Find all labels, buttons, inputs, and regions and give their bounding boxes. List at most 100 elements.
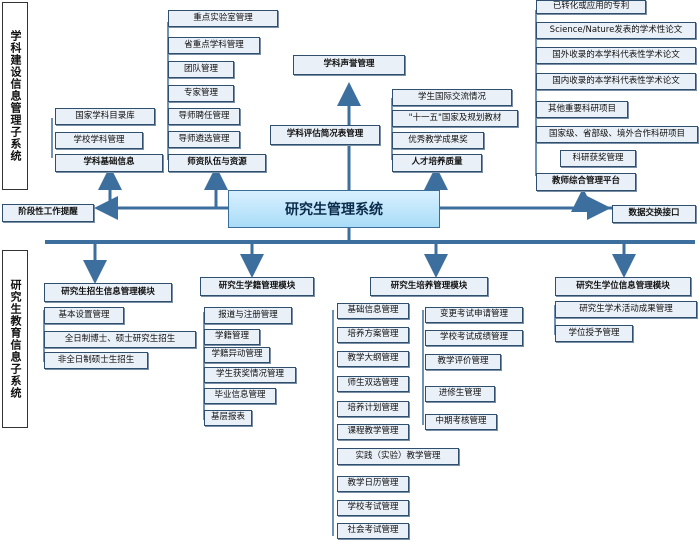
training-right-item-4-label: 中期考核管理 xyxy=(435,416,487,427)
faculty-item-4-label: 导师聘任管理 xyxy=(178,110,230,121)
evaluation-box: 学科评估简况表管理 xyxy=(270,125,380,145)
training-right-item-0-label: 变更考试申请管理 xyxy=(439,309,508,320)
degree-module-title-label: 研究生学位信息管理模块 xyxy=(576,280,670,291)
teacher-platform-box: 教师综合管理平台 xyxy=(536,173,636,191)
admission-item-0-label: 基本设置管理 xyxy=(58,309,110,320)
top-section-label-text: 学科建设信息管理子系统 xyxy=(9,30,22,162)
training-left-item-2-label: 教学大纲管理 xyxy=(347,353,399,364)
training-left-item-0-label: 基础信息管理 xyxy=(347,305,399,316)
faculty-item-3-label: 专家管理 xyxy=(183,87,218,98)
exchange-box: 数据交换接口 xyxy=(612,205,696,223)
faculty-item-0: 重点实验室管理 xyxy=(168,10,278,27)
status-module-title-label: 研究生学籍管理模块 xyxy=(218,280,296,291)
teacher-item-6: 科研获奖管理 xyxy=(560,150,636,167)
teacher-item-4: 其他重要科研项目 xyxy=(536,101,628,118)
faculty-item-5: 导师遴选管理 xyxy=(168,131,240,148)
faculty-item-4: 导师聘任管理 xyxy=(168,108,240,125)
talent-label: 人才培养质量 xyxy=(411,157,463,168)
exchange-label: 数据交换接口 xyxy=(628,208,680,219)
faculty-item-0-label: 重点实验室管理 xyxy=(193,12,253,23)
faculty-item-1-label: 省重点学科管理 xyxy=(184,39,244,50)
status-item-4: 毕业信息管理 xyxy=(204,388,276,404)
status-item-5: 基层报表 xyxy=(204,410,252,426)
admission-module-title-label: 研究生招生信息管理模块 xyxy=(61,286,155,297)
bottom-section-label: 研究生教育信息子系统 xyxy=(2,250,28,428)
admission-item-1: 全日制博士、硕士研究生招生 xyxy=(44,331,196,348)
training-left-item-4: 培养计划管理 xyxy=(337,401,409,417)
admission-item-1-label: 全日制博士、硕士研究生招生 xyxy=(64,333,176,344)
training-left-item-3: 师生双选管理 xyxy=(337,376,409,392)
training-module-title: 研究生培养管理模块 xyxy=(370,277,488,296)
training-module-title-label: 研究生培养管理模块 xyxy=(390,280,468,291)
training-right-item-1-label: 学校考试成绩管理 xyxy=(439,332,508,343)
teacher-item-3-label: 国内收录的本学科代表性学术论文 xyxy=(552,75,680,86)
teacher-item-4-label: 其他重要科研项目 xyxy=(547,103,616,114)
degree-item-1: 学位授予管理 xyxy=(555,325,633,342)
talent-item-2-label: 优秀教学成果奖 xyxy=(408,134,468,145)
school-subjects-label: 学校学科管理 xyxy=(73,134,125,145)
training-left-item-1-label: 培养方案管理 xyxy=(347,329,399,340)
school-subjects-box: 学校学科管理 xyxy=(55,132,143,149)
training-left-item-2: 教学大纲管理 xyxy=(337,351,409,367)
training-bottom-item-1: 学校考试管理 xyxy=(337,500,409,516)
teacher-item-2: 国外收录的本学科代表性学术论文 xyxy=(536,47,696,64)
core-system-box: 研究生管理系统 xyxy=(228,190,440,228)
training-right-item-1: 学校考试成绩管理 xyxy=(425,330,523,346)
training-right-item-3-label: 进修生管理 xyxy=(438,388,482,399)
research-base-label: 学科基础信息 xyxy=(83,157,135,168)
degree-item-0-label: 研究生学术活动成果管理 xyxy=(579,303,673,314)
faculty-box: 师资队伍与资源 xyxy=(168,154,266,172)
degree-item-1-label: 学位授予管理 xyxy=(568,327,620,338)
training-left-item-1: 培养方案管理 xyxy=(337,327,409,343)
teacher-item-3: 国内收录的本学科代表性学术论文 xyxy=(536,73,696,90)
degree-item-0: 研究生学术活动成果管理 xyxy=(555,301,697,318)
evaluation-label: 学科评估简况表管理 xyxy=(286,129,364,140)
faculty-item-1: 省重点学科管理 xyxy=(168,37,260,54)
training-bottom-item-1-label: 学校考试管理 xyxy=(347,502,399,513)
gateway-label: 阶段性工作提醒 xyxy=(18,207,78,218)
training-bottom-item-2-label: 社会考试管理 xyxy=(347,525,399,536)
training-left-item-5-label: 课程教学管理 xyxy=(347,426,399,437)
training-right-item-0: 变更考试申请管理 xyxy=(425,307,523,323)
faculty-item-3: 专家管理 xyxy=(168,85,234,102)
status-item-2-label: 学籍异动管理 xyxy=(211,349,263,360)
gateway-box: 阶段性工作提醒 xyxy=(2,204,94,222)
training-bottom-item-0: 教学日历管理 xyxy=(337,476,409,492)
status-item-0: 报道与注册管理 xyxy=(204,307,292,324)
training-bottom-item-0-label: 教学日历管理 xyxy=(347,478,399,489)
admission-item-2: 非全日制硕士生招生 xyxy=(44,352,148,369)
teacher-item-0: 已转化或应用的专利 xyxy=(536,0,646,14)
training-left-item-5: 课程教学管理 xyxy=(337,424,409,440)
national-directory-label: 国家学科目录库 xyxy=(75,110,135,121)
training-right-item-2: 教学评价管理 xyxy=(425,354,501,370)
faculty-item-2: 团队管理 xyxy=(168,61,234,78)
status-item-2: 学籍异动管理 xyxy=(204,347,270,363)
status-item-4-label: 毕业信息管理 xyxy=(214,390,266,401)
talent-item-1-label: "十一五"国家及规划教材 xyxy=(408,112,502,123)
national-directory-box: 国家学科目录库 xyxy=(55,108,155,125)
talent-item-1: "十一五"国家及规划教材 xyxy=(392,110,518,127)
status-item-1-label: 学籍管理 xyxy=(214,331,249,342)
reputation-label: 学科声誉管理 xyxy=(323,59,375,70)
status-module-title: 研究生学籍管理模块 xyxy=(200,277,314,296)
core-system-title: 研究生管理系统 xyxy=(285,202,383,218)
teacher-item-0-label: 已转化或应用的专利 xyxy=(552,1,630,12)
top-section-label: 学科建设信息管理子系统 xyxy=(2,2,28,190)
faculty-label: 师资队伍与资源 xyxy=(187,157,247,168)
training-right-item-2-label: 教学评价管理 xyxy=(437,356,489,367)
status-item-3-label: 学生获奖情况管理 xyxy=(215,369,284,380)
degree-module-title: 研究生学位信息管理模块 xyxy=(555,277,691,296)
talent-item-2: 优秀教学成果奖 xyxy=(392,132,484,149)
faculty-item-2-label: 团队管理 xyxy=(183,63,218,74)
training-right-item-4: 中期考核管理 xyxy=(425,414,497,430)
teacher-item-1-label: Science/Nature发表的学术性论文 xyxy=(549,24,683,35)
status-item-1: 学籍管理 xyxy=(204,329,260,345)
training-left-item-4-label: 培养计划管理 xyxy=(347,403,399,414)
training-bottom-item-2: 社会考试管理 xyxy=(337,523,409,539)
research-base-box: 学科基础信息 xyxy=(55,154,163,172)
reputation-box: 学科声誉管理 xyxy=(293,55,405,75)
teacher-item-1: Science/Nature发表的学术性论文 xyxy=(536,22,696,39)
teacher-item-5: 国家级、省部级、境外合作科研项目 xyxy=(536,126,698,143)
